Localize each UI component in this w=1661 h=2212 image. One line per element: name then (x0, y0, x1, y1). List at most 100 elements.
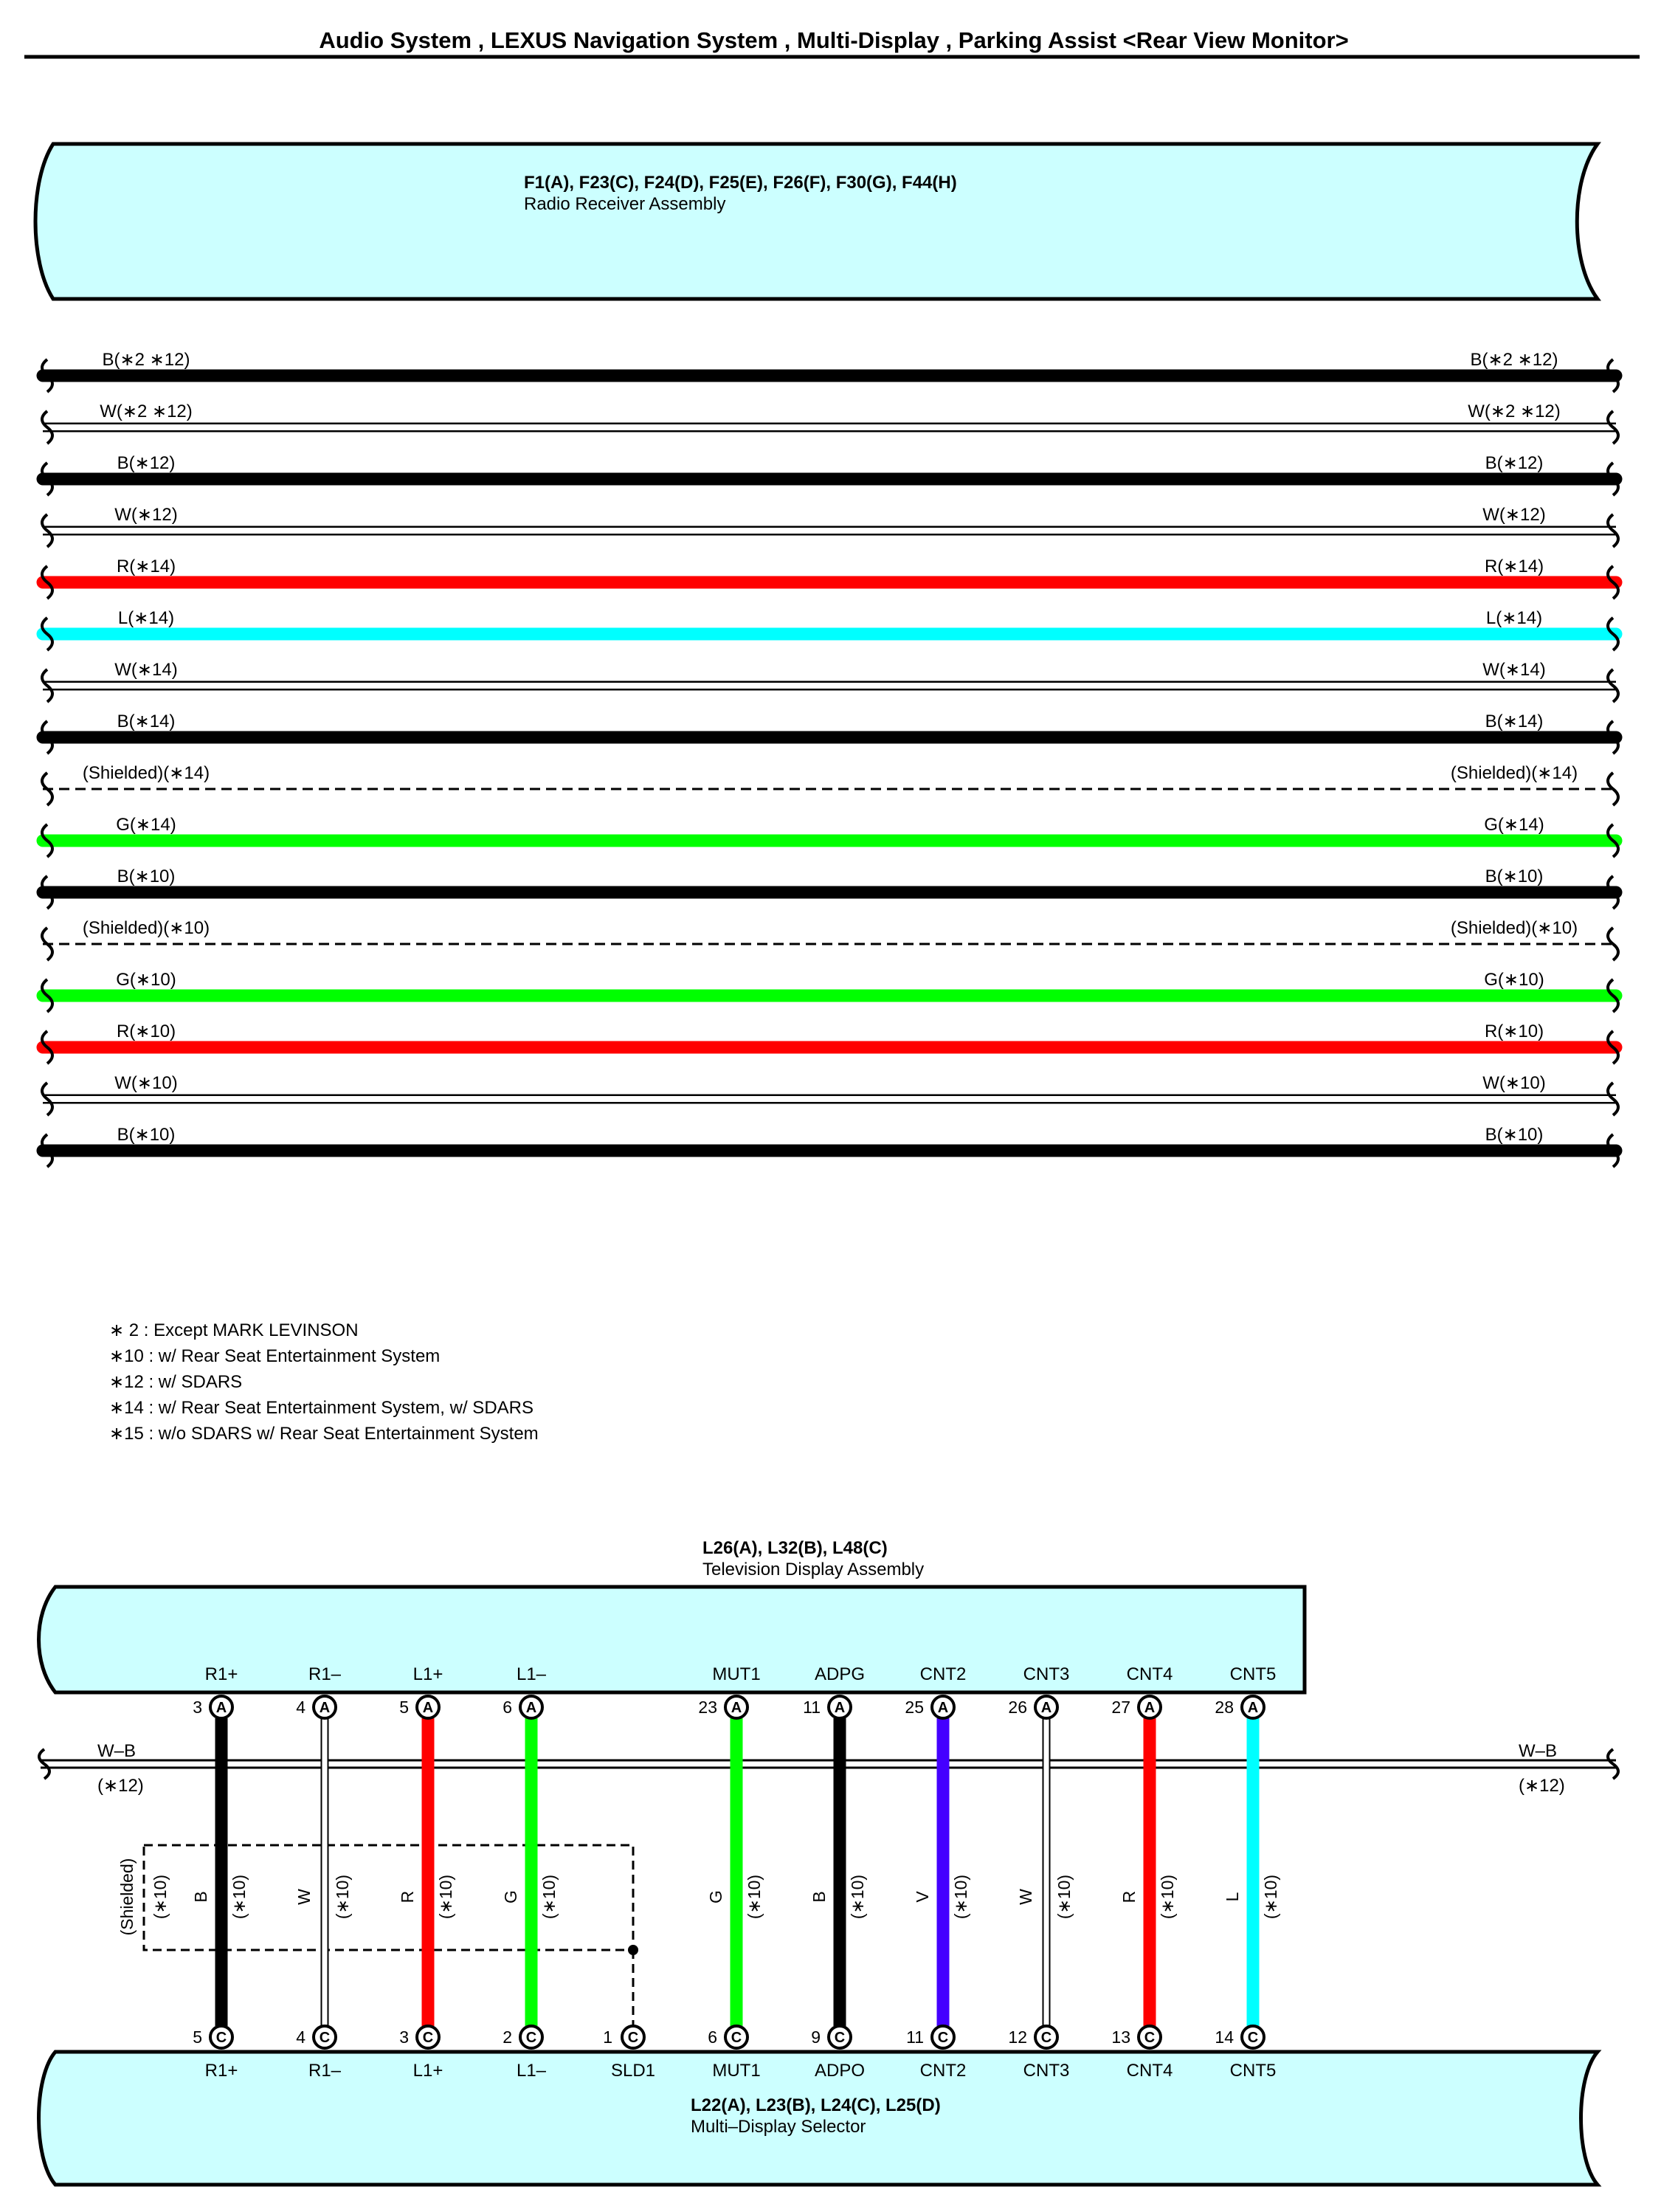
tv-pin-circle (519, 1695, 544, 1720)
shield-box: (Shielded) (∗10) (117, 1844, 638, 2031)
harness-wire: L(∗14)L(∗14) (36, 608, 1623, 652)
wire-break-right (1606, 771, 1620, 807)
wire-label-left: W(∗10) (114, 1073, 177, 1093)
tv-pin-circle (312, 1695, 337, 1720)
wire-break-right (1606, 410, 1620, 445)
selector-pin-number: 12 (1008, 2027, 1027, 2047)
tv-pin-number: 27 (1111, 1698, 1130, 1717)
tv-pin-circle (827, 1695, 852, 1720)
wire-break-right (1606, 358, 1620, 393)
tv-terminal-name: CNT4 (1127, 1664, 1173, 1684)
shielded-note: (∗10) (151, 1875, 170, 1919)
footnote-item: ∗10 : w/ Rear Seat Entertainment System (109, 1346, 440, 1366)
wire-break-left (41, 823, 54, 858)
selector-pin-circle (724, 2025, 749, 2050)
wire-break-left (41, 616, 54, 652)
harness-wire: B(∗10)B(∗10) (36, 866, 1623, 910)
page-title: Audio System , LEXUS Navigation System ,… (319, 27, 1348, 53)
wire-label-left: B(∗2 ∗12) (103, 350, 190, 370)
harness-wire: B(∗12)B(∗12) (36, 453, 1623, 497)
sld1-terminal: 1 C SLD1 (603, 2025, 655, 2081)
wire-color-code: V (913, 1891, 932, 1903)
selector-pin-circle (930, 2025, 956, 2050)
selector-pin-number: 14 (1215, 2027, 1234, 2047)
tv-connector-letter: A (1248, 1700, 1258, 1716)
tv-terminal-name: CNT5 (1230, 1664, 1277, 1684)
wire-note: (∗10) (745, 1875, 764, 1919)
footnote-item: ∗12 : w/ SDARS (109, 1372, 242, 1392)
tv-terminal-name: L1– (517, 1664, 547, 1684)
selector-name-label: Multi–Display Selector (691, 2117, 866, 2137)
tv-pin-number: 6 (503, 1698, 512, 1717)
wire-break-right (1606, 926, 1620, 962)
tv-connector-letter: A (216, 1700, 227, 1716)
wire-color-code: R (1119, 1891, 1139, 1903)
harness-wire: G(∗10)G(∗10) (36, 970, 1623, 1013)
selector-pin-circle (415, 2025, 441, 2050)
wire-label-left: W(∗14) (114, 660, 177, 680)
wire-color-code: G (706, 1890, 725, 1903)
wire-label-right: G(∗10) (1484, 970, 1544, 990)
tv-terminal-name: ADPG (815, 1664, 865, 1684)
wire-color-code: W (294, 1889, 314, 1905)
wire-color-code: B (809, 1891, 829, 1902)
wire-break-right (1606, 823, 1620, 858)
selector-pin-circle (1034, 2025, 1059, 2050)
tv-pin-number: 28 (1215, 1698, 1234, 1717)
selector-pin-number: 11 (906, 2027, 924, 2047)
wire-break-left (41, 1081, 54, 1117)
selector-terminal-name: L1+ (413, 2061, 443, 2081)
wire-label-left: (Shielded)(∗10) (83, 918, 210, 938)
wire-label-right: R(∗10) (1485, 1021, 1544, 1041)
wire-label-right: W(∗2 ∗12) (1468, 402, 1561, 421)
wire-label-left: (Shielded)(∗14) (83, 763, 210, 783)
tv-pin-number: 23 (698, 1698, 717, 1717)
wire-break-left (41, 1030, 54, 1065)
footnote-item: ∗14 : w/ Rear Seat Entertainment System,… (109, 1398, 533, 1418)
wire-break-right (1606, 875, 1620, 910)
harness-wire: W(∗12)W(∗12) (41, 505, 1620, 548)
wire-break-right (1606, 668, 1620, 703)
wire-label-right: B(∗10) (1485, 866, 1544, 886)
tv-connector-letter: A (938, 1700, 948, 1716)
sld1-name: SLD1 (611, 2061, 655, 2081)
wire-break-left (41, 720, 54, 755)
selector-connector-letter: C (1041, 2030, 1051, 2046)
footnote-item: ∗ 2 : Except MARK LEVINSON (109, 1320, 359, 1340)
tv-pin-circle (415, 1695, 441, 1720)
selector-connector-letter: C (216, 2030, 227, 2046)
wire-break-left (41, 410, 54, 445)
tv-terminal-name: R1– (308, 1664, 342, 1684)
wire-color-code: L (1223, 1892, 1242, 1901)
tv-connector-letter: A (1041, 1700, 1051, 1716)
radio-receiver-box (33, 142, 1601, 301)
wire-label-left: G(∗14) (116, 815, 176, 835)
selector-pin-number: 3 (399, 2027, 409, 2047)
wire-break-right (1606, 978, 1620, 1013)
selector-pin-circle (209, 2025, 234, 2050)
wb-note-left: (∗12) (97, 1776, 144, 1796)
selector-terminal-name: ADPO (815, 2061, 865, 2081)
radio-connectors-label: F1(A), F23(C), F24(D), F25(E), F26(F), F… (524, 173, 957, 193)
wire-note: (∗10) (848, 1875, 867, 1919)
selector-connector-letter: C (320, 2030, 330, 2046)
multi-display-selector-box (37, 2050, 1602, 2187)
tv-pin-circle (1137, 1695, 1162, 1720)
tv-pin-circle (1240, 1695, 1265, 1720)
wire-label-left: B(∗14) (117, 712, 176, 731)
tv-terminal-name: CNT3 (1023, 1664, 1070, 1684)
selector-pin-circle (1240, 2025, 1265, 2050)
selector-connector-letter: C (835, 2030, 845, 2046)
tv-pin-number: 11 (803, 1698, 821, 1717)
selector-connector-letter: C (526, 2030, 536, 2046)
selector-pin-number: 4 (296, 2027, 305, 2047)
tv-pin-number: 5 (399, 1698, 409, 1717)
wire-label-right: B(∗2 ∗12) (1471, 350, 1558, 370)
wb-label-left: W–B (97, 1741, 136, 1761)
wire-color-code: G (501, 1890, 520, 1903)
